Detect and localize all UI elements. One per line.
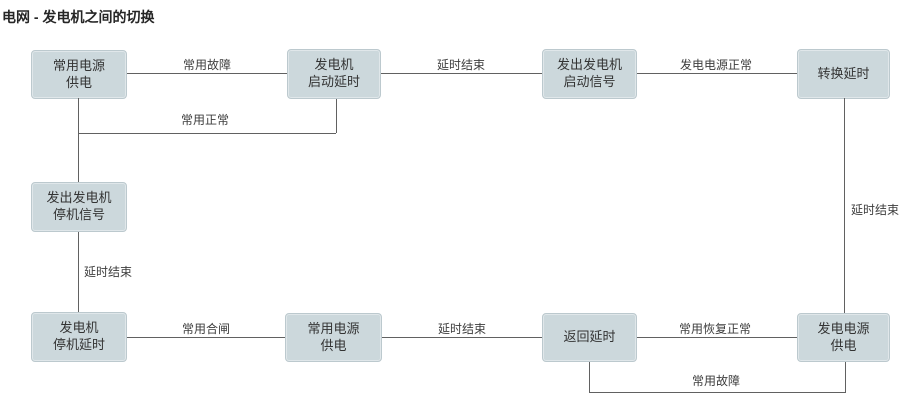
- edge-line-normal-ok-drop: [336, 99, 337, 133]
- edge-line-generator-power-ok: [637, 73, 797, 74]
- edge-label-normal-restored: 常用恢复正常: [676, 320, 754, 337]
- edge-line-normal-fault-top: [127, 73, 287, 74]
- diagram-title: 电网 - 发电机之间的切换: [2, 9, 155, 25]
- edge-line-delay-end-bottom: [382, 337, 542, 338]
- edge-label-normal-fault-bottom: 常用故障: [689, 372, 743, 389]
- edge-line-normal-ok: [78, 133, 336, 134]
- node-send-generator-start-signal: 发出发电机 启动信号: [542, 49, 637, 99]
- node-send-generator-stop-signal: 发出发电机 停机信号: [31, 182, 127, 232]
- edge-line-delay-end-top: [381, 73, 542, 74]
- edge-line-normal-restored: [637, 337, 797, 338]
- edge-label-generator-power-ok: 发电电源正常: [677, 56, 755, 73]
- edge-label-delay-end-bottom: 延时结束: [435, 320, 489, 337]
- edge-label-normal-ok: 常用正常: [178, 111, 232, 128]
- node-return-delay: 返回延时: [542, 313, 637, 362]
- edge-line-normal-closing: [127, 337, 285, 338]
- edge-line-start-to-stop-signal: [78, 98, 79, 182]
- edge-line-normal-fault-loop: [589, 392, 846, 393]
- edge-line-delay-end-right: [844, 98, 845, 313]
- edge-line-normal-fault-loop-right: [845, 362, 846, 393]
- node-generator-power-supply: 发电电源 供电: [797, 313, 890, 362]
- node-normal-power-supply-return: 常用电源 供电: [285, 313, 382, 362]
- edge-label-delay-end-left: 延时结束: [82, 263, 135, 280]
- node-normal-power-supply-start: 常用电源 供电: [31, 50, 127, 99]
- edge-label-normal-fault-top: 常用故障: [180, 56, 234, 73]
- edge-label-delay-end-right: 延时结束: [849, 201, 900, 218]
- edge-label-delay-end-top: 延时结束: [434, 56, 488, 73]
- node-transfer-delay: 转换延时: [797, 49, 890, 99]
- node-generator-stop-delay: 发电机 停机延时: [31, 312, 127, 362]
- edge-line-delay-end-left: [78, 232, 79, 312]
- node-generator-start-delay: 发电机 启动延时: [287, 49, 381, 99]
- edge-label-normal-closing: 常用合闸: [179, 320, 233, 337]
- edge-line-normal-fault-loop-left: [589, 362, 590, 393]
